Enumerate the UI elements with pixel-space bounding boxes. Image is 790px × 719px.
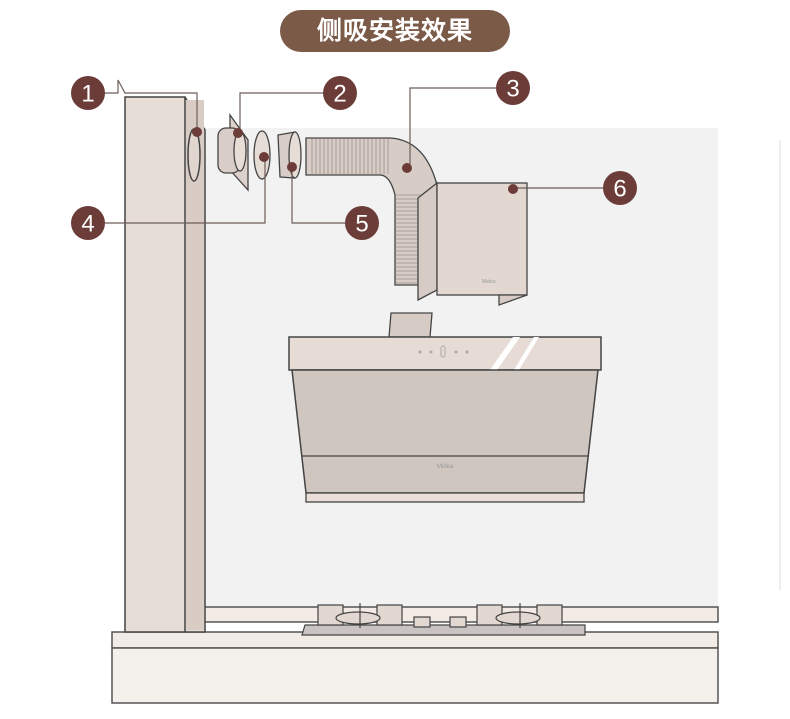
svg-text:3: 3	[506, 76, 519, 103]
diagram-title: 侧吸安装效果	[280, 10, 510, 52]
svg-text:2: 2	[333, 81, 346, 108]
gas-stove	[301, 603, 586, 636]
badge-4: 4	[71, 206, 105, 240]
svg-text:5: 5	[355, 211, 368, 238]
svg-text:Midea: Midea	[437, 464, 454, 470]
svg-text:6: 6	[613, 176, 626, 203]
range-hood: Midea	[288, 312, 602, 503]
svg-text:Midea: Midea	[482, 279, 496, 285]
part-markers	[192, 127, 518, 194]
badge-3: 3	[496, 71, 530, 105]
duct-cover: Midea	[417, 181, 528, 306]
badge-6: 6	[603, 171, 637, 205]
badge-5: 5	[345, 206, 379, 240]
badge-2: 2	[323, 76, 357, 110]
svg-text:4: 4	[81, 211, 94, 238]
badge-1: 1	[71, 76, 105, 110]
flex-duct	[305, 137, 438, 286]
svg-text:1: 1	[81, 81, 94, 108]
wall-column	[124, 96, 206, 633]
leader-lines	[105, 79, 603, 224]
